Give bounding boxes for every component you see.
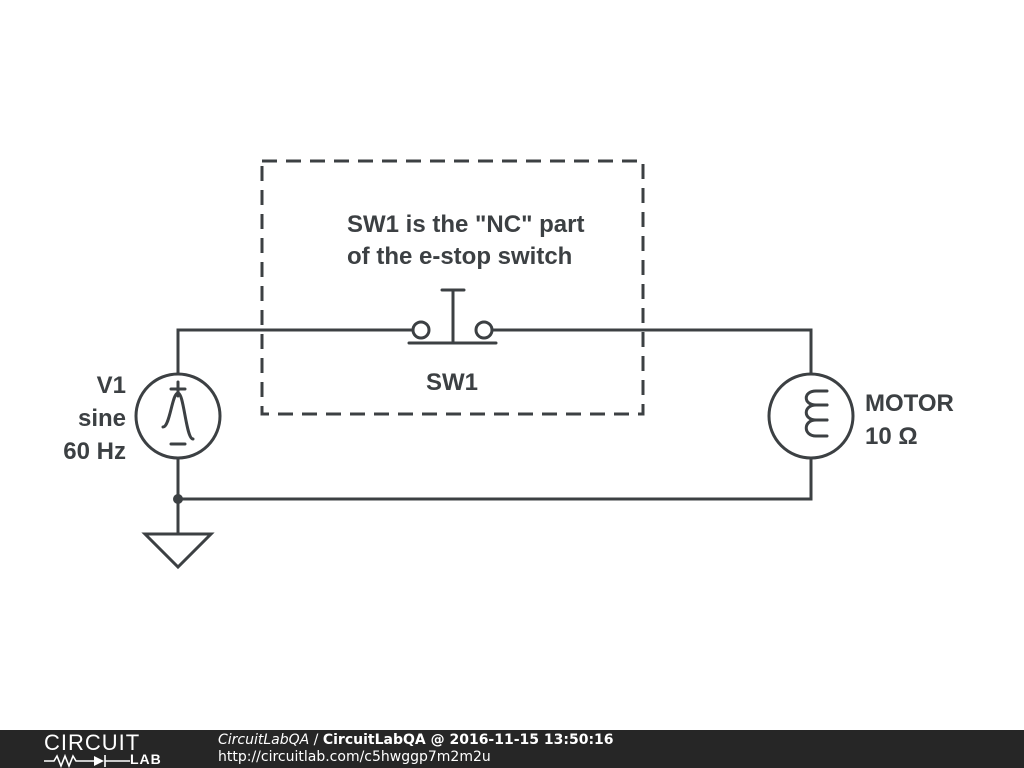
- motor-name-label: MOTOR: [865, 390, 954, 417]
- ground-symbol: [141, 532, 215, 570]
- source-frequency-label: 60 Hz: [63, 438, 126, 465]
- note-line-2: of the e-stop switch: [347, 243, 572, 270]
- source-type-label: sine: [78, 405, 126, 432]
- resistor-diode-icon: [44, 754, 130, 768]
- footer-project-title[interactable]: CircuitLabQA @ 2016-11-15 13:50:16: [322, 732, 614, 748]
- wire-top-left: [176, 328, 415, 376]
- e-stop-dashed-box: [260, 159, 645, 416]
- footer-title: CircuitLabQA / CircuitLabQA @ 2016-11-15…: [218, 732, 614, 749]
- motor-symbol[interactable]: [767, 372, 855, 460]
- circuitlab-logo[interactable]: CIRCUIT LAB: [44, 730, 184, 768]
- motor-value-label: 10 Ω: [865, 423, 918, 450]
- wire-bottom: [176, 456, 813, 501]
- switch-sw1[interactable]: [407, 288, 498, 345]
- footer-user-link[interactable]: CircuitLabQA: [218, 732, 310, 748]
- wire-top-right: [490, 328, 813, 376]
- switch-name-label: SW1: [426, 369, 478, 396]
- schematic-canvas: V1 sine 60 Hz SW1 SW1 is the "NC" part o…: [63, 159, 954, 570]
- footer-url[interactable]: http://circuitlab.com/c5hwggp7m2m2u: [218, 749, 491, 765]
- junction-node: [173, 494, 183, 504]
- note-line-1: SW1 is the "NC" part: [347, 211, 584, 238]
- footer-separator: /: [309, 732, 323, 748]
- voltage-source-v1[interactable]: [134, 372, 222, 460]
- footer-bar: CIRCUIT LAB CircuitLabQA / CircuitLabQA …: [0, 730, 1024, 768]
- logo-text-top: CIRCUIT: [44, 730, 141, 755]
- logo-text-bottom: LAB: [130, 751, 162, 767]
- source-name-label: V1: [97, 372, 126, 399]
